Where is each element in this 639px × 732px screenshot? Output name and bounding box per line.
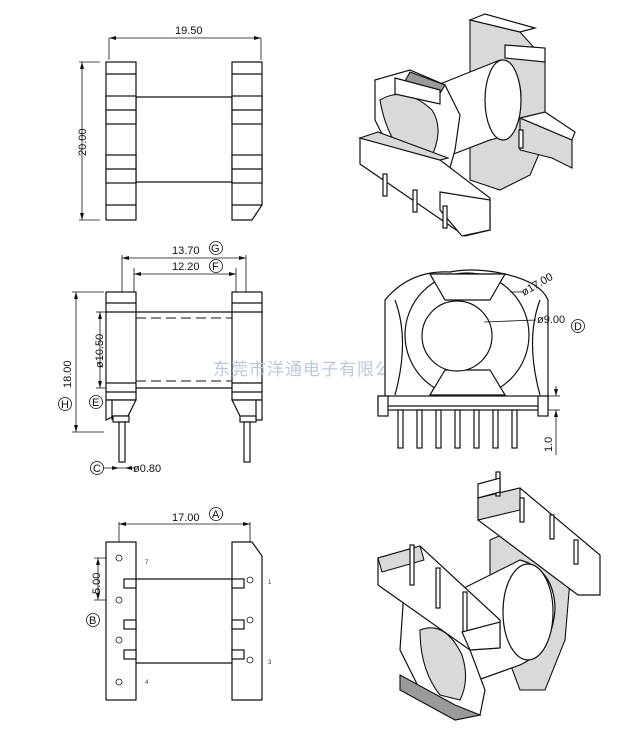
dim-inner-9-00: ø9.00 — [537, 314, 565, 326]
view-top-left: 19.50 20.00 — [77, 25, 263, 221]
dim-1-0: 1.0 — [543, 437, 555, 452]
marker-h: H — [61, 399, 69, 411]
pin-number-1: 1 — [268, 580, 272, 586]
dim-17-00: 17.00 — [172, 512, 200, 524]
marker-d: D — [574, 321, 582, 333]
dim-5-00: 5.00 — [91, 573, 103, 594]
view-bottom: 17.00 A 5.00 B 7 4 1 3 — [86, 507, 272, 701]
dim-0-80: ø0.80 — [133, 463, 161, 475]
view-front: 1.0 ø17.00 ø9.00 D — [377, 269, 585, 455]
marker-c: C — [93, 463, 101, 475]
pin-number-7: 7 — [145, 560, 149, 566]
dim-12-20: 12.20 — [172, 261, 200, 273]
watermark: 东莞市洋通电子有限公司 — [213, 360, 411, 380]
marker-f: F — [212, 261, 219, 273]
pin-number-3: 3 — [268, 660, 272, 666]
marker-g-circle — [209, 241, 223, 255]
marker-d-circle — [571, 319, 585, 333]
marker-b-circle — [86, 613, 100, 627]
dim-18-00: 18.00 — [62, 360, 74, 388]
pin-number-4: 4 — [145, 680, 149, 686]
marker-g: G — [211, 243, 220, 255]
marker-a-circle — [209, 507, 223, 521]
marker-h-circle — [58, 397, 72, 411]
view-iso-bottom — [377, 471, 601, 721]
dim-19-50: 19.50 — [175, 25, 203, 37]
dim-13-70: 13.70 — [172, 245, 200, 257]
dim-10-50: ø10.50 — [94, 334, 106, 368]
marker-b: B — [89, 615, 96, 627]
marker-a: A — [212, 509, 220, 521]
view-side: 13.70 12.20 G F 18.00 ø10.50 H E — [58, 241, 263, 475]
view-iso-top — [358, 13, 576, 237]
marker-f-circle — [209, 259, 223, 273]
marker-e-circle — [89, 395, 103, 409]
dim-20-00: 20.00 — [77, 128, 89, 156]
marker-c-circle — [90, 461, 104, 475]
marker-e: E — [92, 397, 99, 409]
